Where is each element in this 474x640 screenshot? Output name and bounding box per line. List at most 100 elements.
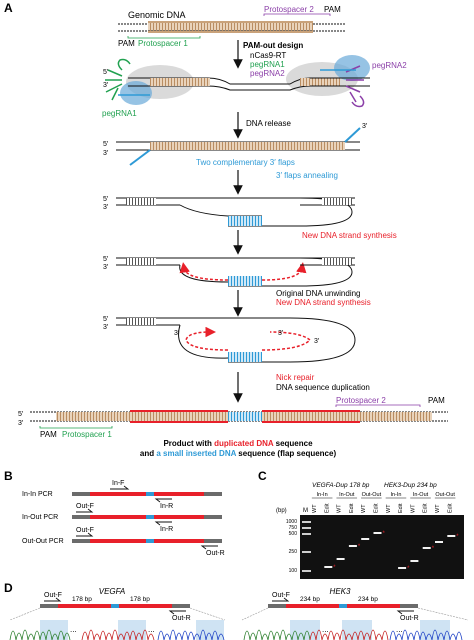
inout-outf-label: Out-F [76,503,94,510]
row6-loop-3prime-c: 3′ [314,338,320,345]
product-caption-insert: a small inserted DNA [156,449,236,458]
row2-5prime-a: 5′ [103,69,109,76]
gel-group-label: Out-Out [435,492,455,498]
dna-release-label: DNA release [246,119,291,128]
new-synthesis-label-1: New DNA strand synthesis [302,231,397,240]
gel-lane-label: WT [410,504,416,513]
product-caption-mid: sequence [273,439,313,448]
gel-ladder-value: 500 [289,531,298,537]
row4-3prime: 3′ [103,204,109,211]
vegfa-dots-2: ... [148,625,155,634]
pcr-scheme-outout: Out-Out PCR Out-F Out-R [22,527,225,557]
pam-bottom-label: PAM [118,39,135,48]
gel-edit-marker: * [456,534,459,540]
gel-sample-band [447,535,456,537]
pegrna2-label: pegRNA2 [372,61,407,70]
pegrna1-label: pegRNA1 [102,109,137,118]
product-5prime: 5′ [18,411,24,418]
row6-3prime: 3′ [103,324,109,331]
pcr-scheme-inin: In-In PCR In-F In-R [22,480,222,510]
genomic-dna-label: Genomic DNA [128,10,186,20]
inin-inf-label: In-F [112,480,124,487]
product-pam-top: PAM [428,396,445,405]
gel-ladder-value: 250 [289,549,298,555]
vegfa-bp-left: 178 bp [72,596,92,603]
product-caption-dup: duplicated DNA [214,439,274,448]
gel-sample-band [324,566,333,568]
product-caption-flap: sequence (flap sequence) [236,449,336,458]
hek3-dots-2: ... [396,625,403,634]
pegrna2-legend: pegRNA2 [250,69,285,78]
inout-pcr-label: In-Out PCR [22,514,58,521]
product-caption-line1: Product with duplicated DNA sequence [163,439,313,448]
nick-repair-label: Nick repair [276,373,315,382]
outout-outf-label: Out-F [76,527,94,534]
product-protospacer2: Protospacer 2 [336,396,386,405]
gel-sample-band [348,545,357,547]
gel-sample-band [361,538,370,540]
gel-lane-label: Edit [423,503,429,513]
gel-ladder-value: 1000 [286,519,297,525]
released-dna-row [116,127,361,166]
gel-group-label: In-Out [413,492,429,498]
gel-edit-marker: * [407,566,410,572]
seq-scheme-vegfa: Out-F Out-R 178 bp 178 bp [9,592,226,622]
inout-inr-label: In-R [160,526,173,533]
gel-group-label: In-In [390,492,401,498]
gel-lane-label: WT [361,504,367,513]
two-flaps-label: Two complementary 3′ flaps [196,158,295,167]
row5-3prime: 3′ [103,264,109,271]
gene-hek3-label: HEK3 [330,587,351,596]
gel-edit-marker: * [383,531,386,537]
gel-lane-label: WT [386,504,392,513]
inin-inr-label: In-R [160,503,173,510]
seq-scheme-hek3: Out-F Out-R 234 bp 234 bp [241,592,469,622]
gel-group-label: In-Out [339,492,355,498]
outout-outr-label: Out-R [206,550,225,557]
annealed-loop-row [116,197,355,227]
hek3-outf-label: Out-F [272,592,290,599]
gel-group-label: In-In [317,492,328,498]
chromatogram-hek3: ... ... [243,620,463,640]
vegfa-outf-label: Out-F [44,592,62,599]
gel-image [300,515,464,579]
gel-ladder-value: 750 [289,525,298,531]
gel-lane-label: Edit [374,503,380,513]
inin-pcr-label: In-In PCR [22,491,53,498]
gel-sample-band [336,558,345,560]
chromatogram-vegfa: ... ... [9,620,225,640]
row6-5prime: 5′ [103,316,109,323]
row6-loop-3prime-a: 3′ [174,330,180,337]
protospacer1-label: Protospacer 1 [138,39,188,48]
gel-lane-label: WT [435,504,441,513]
hek3-dots-1: ... [322,625,329,634]
row3-flap-3prime: 3′ [362,123,368,130]
gel-ladder-band [302,521,311,523]
panel-a-label: A [4,1,13,15]
gel-ladder-band [302,551,311,553]
gel-ladder-band [302,527,311,529]
gel-lane-label: Edit [324,503,330,513]
gel-group-label: Out-Out [362,492,382,498]
gel-title-vegfa: VEGFA-Dup 178 bp [312,482,370,489]
hek3-outr-label: Out-R [400,615,419,622]
gel-sample-band [373,532,382,534]
hek3-bp-right: 234 bp [358,596,378,603]
original-unwinding-label: Original DNA unwinding [276,289,361,298]
gel-sample-band [422,547,431,549]
product-caption-prefix: Product with [163,439,214,448]
panel-b-label: B [4,469,13,483]
gel-ladder-value: 100 [289,568,298,574]
dup-label: DNA sequence duplication [276,383,370,392]
pam-out-design-label: PAM-out design [243,41,303,50]
flaps-annealing-label: 3′ flaps annealing [276,171,338,180]
unwinding-row [116,317,356,363]
gel-lane-label: WT [312,504,318,513]
gel-ladder-band [302,570,311,572]
outout-pcr-label: Out-Out PCR [22,538,64,545]
row3-5prime: 5′ [103,141,109,148]
panel-c-label: C [258,469,267,483]
